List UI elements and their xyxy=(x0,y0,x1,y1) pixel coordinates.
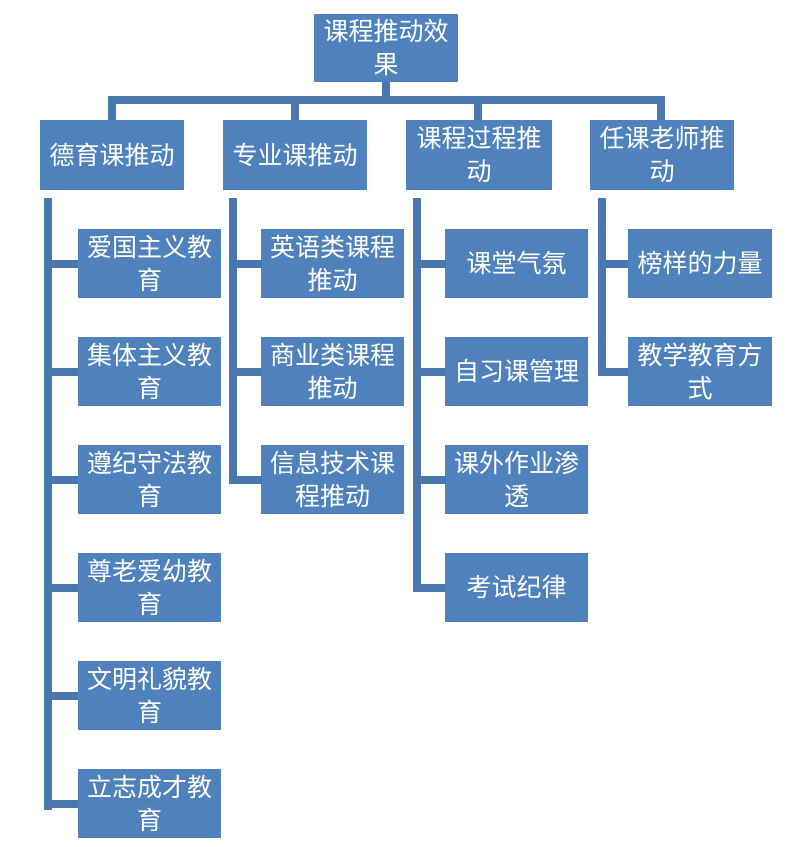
leaf-node: 商业类课程推动 xyxy=(261,337,404,406)
connector-branch-3-tick xyxy=(413,368,445,376)
connector-branch-3-tick xyxy=(413,260,445,268)
connector-branch-4-drop xyxy=(657,96,665,120)
connector-branch-2-tick xyxy=(229,476,261,484)
connector-branch-4-tick xyxy=(598,368,630,376)
connector-branch-4-spine xyxy=(598,198,606,376)
leaf-node: 信息技术课程推动 xyxy=(261,445,404,514)
connector-branch-3-drop xyxy=(474,96,482,120)
connector-branch-2-drop xyxy=(291,96,299,120)
connector-root-vertical xyxy=(382,82,390,102)
connector-branch-4-tick xyxy=(598,260,630,268)
leaf-node: 爱国主义教育 xyxy=(78,229,221,298)
connector-branch-2-tick xyxy=(229,368,261,376)
branch-node-teacher: 任课老师推动 xyxy=(590,120,734,190)
connector-branch-bus xyxy=(108,96,665,104)
leaf-node: 集体主义教育 xyxy=(78,337,221,406)
connector-branch-1-tick xyxy=(44,692,78,700)
connector-branch-1-drop xyxy=(108,96,116,120)
connector-branch-1-tick xyxy=(44,800,78,808)
leaf-node: 尊老爱幼教育 xyxy=(78,553,221,622)
connector-branch-3-spine xyxy=(413,198,421,592)
leaf-node: 文明礼貌教育 xyxy=(78,661,221,730)
connector-branch-2-tick xyxy=(229,260,261,268)
connector-branch-1-tick xyxy=(44,368,78,376)
connector-branch-1-tick xyxy=(44,260,78,268)
leaf-node: 榜样的力量 xyxy=(628,229,772,298)
connector-branch-1-spine xyxy=(44,198,52,810)
branch-node-process: 课程过程推动 xyxy=(406,120,552,190)
leaf-node: 立志成才教育 xyxy=(78,769,221,838)
connector-branch-3-tick xyxy=(413,476,445,484)
leaf-node: 遵纪守法教育 xyxy=(78,445,221,514)
connector-branch-3-tick xyxy=(413,584,445,592)
connector-branch-2-spine xyxy=(229,198,237,484)
leaf-node: 课堂气氛 xyxy=(445,229,588,298)
leaf-node: 教学教育方式 xyxy=(628,337,772,406)
branch-node-professional: 专业课推动 xyxy=(223,120,367,190)
connector-branch-1-tick xyxy=(44,476,78,484)
connector-branch-1-tick xyxy=(44,584,78,592)
leaf-node: 考试纪律 xyxy=(445,553,588,622)
root-node: 课程推动效果 xyxy=(314,14,458,82)
leaf-node: 英语类课程推动 xyxy=(261,229,404,298)
leaf-node: 自习课管理 xyxy=(445,337,588,406)
leaf-node: 课外作业渗透 xyxy=(445,445,588,514)
branch-node-moral: 德育课推动 xyxy=(40,120,184,190)
